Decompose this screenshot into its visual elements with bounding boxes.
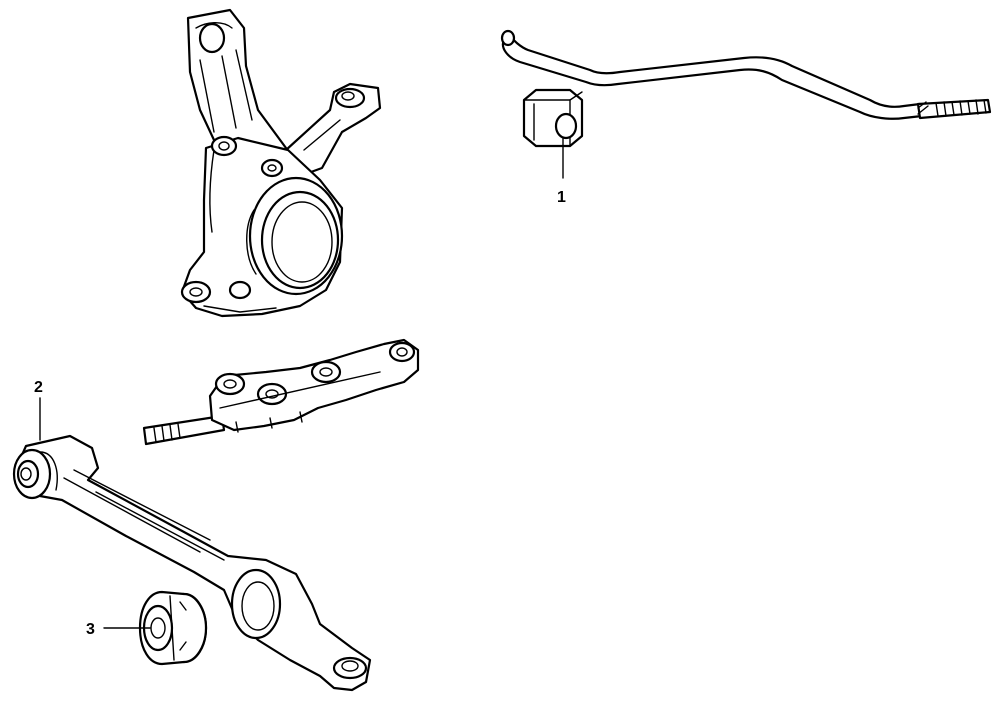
stabilizer-bushing [522, 88, 584, 148]
callout-1-label: 1 [557, 189, 566, 206]
callout-3: 3 [86, 621, 151, 638]
callout-2: 2 [34, 379, 43, 441]
lower-control-arm [12, 434, 372, 692]
steering-knuckle [180, 8, 382, 318]
callout-3-label: 3 [86, 621, 95, 638]
arm-bushing [138, 590, 208, 666]
callout-1: 1 [557, 137, 566, 206]
callout-2-label: 2 [34, 379, 43, 396]
upper-arm-plate [142, 338, 420, 446]
stabilizer-bar [500, 29, 992, 120]
